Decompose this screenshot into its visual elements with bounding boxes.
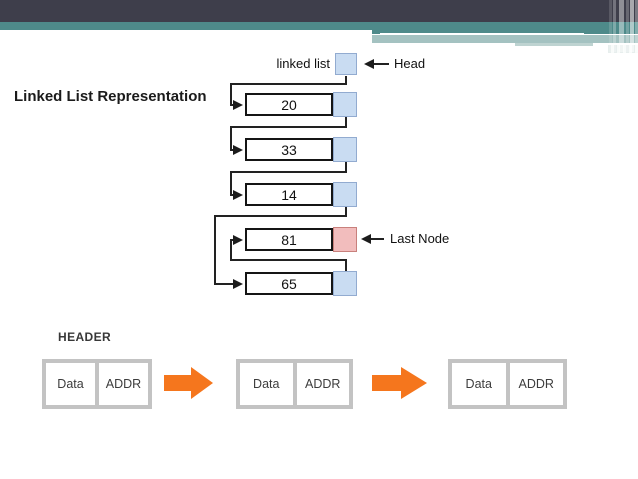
edge-stripe (609, 0, 612, 52)
header-light-teal-band (372, 35, 638, 43)
node-value-box: 20 (245, 93, 333, 116)
data-cell: Data (240, 363, 293, 405)
node-value-box: 65 (245, 272, 333, 295)
header-teal-extension (372, 30, 638, 34)
linked-list-label: linked list (276, 56, 330, 71)
edge-stripe (619, 0, 624, 52)
node-value-box: 81 (245, 228, 333, 251)
slide-title: Linked List Representation (14, 88, 207, 105)
header-dark-bar (0, 0, 638, 22)
memory-box: Data ADDR (236, 359, 353, 409)
node-value-box: 14 (245, 183, 333, 206)
edge-stripe (626, 0, 629, 52)
pointer-cell (333, 137, 357, 162)
memory-box: Data ADDR (42, 359, 152, 409)
data-cell: Data (46, 363, 95, 405)
node-value-box: 33 (245, 138, 333, 161)
edge-stripe (630, 0, 634, 52)
addr-cell: ADDR (509, 363, 563, 405)
last-node-label: Last Node (390, 231, 450, 246)
memory-header-label: HEADER (58, 330, 112, 344)
null-pointer-cell (333, 227, 357, 252)
edge-stripe (635, 0, 638, 52)
memory-box: Data ADDR (448, 359, 567, 409)
header-edge-stripes-lower (608, 45, 638, 53)
pointer-cell (333, 271, 357, 296)
pointer-cell (333, 182, 357, 207)
addr-cell: ADDR (296, 363, 349, 405)
head-label: Head (394, 56, 426, 71)
addr-cell: ADDR (99, 363, 148, 405)
head-pointer-box (335, 53, 357, 75)
edge-stripe (613, 0, 616, 52)
header-teal-bar (0, 22, 638, 30)
header-white-line (380, 33, 584, 35)
header-light-teal-step (515, 43, 593, 46)
pointer-cell (333, 92, 357, 117)
data-cell: Data (452, 363, 506, 405)
